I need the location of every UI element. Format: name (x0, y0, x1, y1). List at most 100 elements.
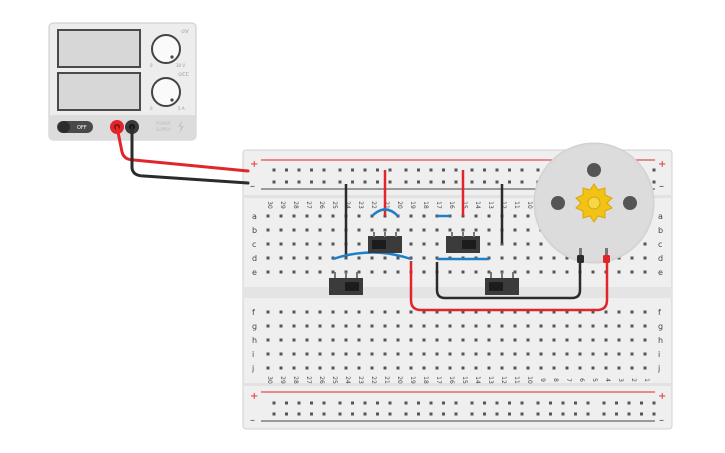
rail-hole[interactable] (417, 401, 420, 405)
hole[interactable] (526, 242, 530, 246)
hole[interactable] (279, 366, 283, 370)
rail-hole[interactable] (442, 168, 445, 172)
hole[interactable] (461, 270, 465, 274)
hole[interactable] (292, 366, 296, 370)
hole[interactable] (409, 310, 413, 314)
hole[interactable] (370, 366, 374, 370)
hole[interactable] (526, 228, 530, 232)
hole[interactable] (331, 366, 335, 370)
hole[interactable] (552, 366, 556, 370)
hole[interactable] (305, 256, 309, 260)
hole[interactable] (617, 270, 621, 274)
jumper-red-bottom[interactable] (409, 261, 609, 312)
hole[interactable] (383, 366, 387, 370)
hole[interactable] (461, 352, 465, 356)
rail-hole[interactable] (404, 168, 408, 172)
rail-hole[interactable] (602, 412, 606, 416)
rail-hole[interactable] (520, 412, 524, 416)
hole[interactable] (344, 324, 348, 328)
hole[interactable] (448, 310, 452, 314)
rail-hole[interactable] (652, 401, 656, 405)
rail-hole[interactable] (652, 180, 656, 184)
hole[interactable] (292, 242, 296, 246)
power-supply[interactable]: ⊙V 0 30 V ⊙CC 0 5 A OFF POWER SUPPLY (48, 22, 197, 141)
hole[interactable] (513, 352, 517, 356)
hole[interactable] (513, 366, 517, 370)
hole[interactable] (422, 338, 426, 342)
hole[interactable] (513, 270, 517, 274)
rail-hole[interactable] (285, 401, 288, 405)
hole[interactable] (513, 310, 517, 314)
hole[interactable] (357, 310, 361, 314)
hole[interactable] (318, 338, 322, 342)
rail-hole[interactable] (549, 401, 552, 405)
hole[interactable] (513, 256, 517, 260)
rail-hole[interactable] (520, 401, 524, 405)
rail-hole[interactable] (574, 412, 577, 416)
rail-hole[interactable] (615, 412, 618, 416)
rail-hole[interactable] (429, 401, 433, 405)
hole[interactable] (565, 256, 569, 260)
hole[interactable] (461, 228, 465, 232)
rail-hole[interactable] (338, 168, 342, 172)
hole[interactable] (539, 270, 543, 274)
hole[interactable] (513, 338, 517, 342)
hole[interactable] (643, 352, 647, 356)
hole[interactable] (266, 256, 270, 260)
hole[interactable] (357, 352, 361, 356)
hole[interactable] (552, 324, 556, 328)
hole[interactable] (305, 270, 309, 274)
rail-hole[interactable] (627, 412, 631, 416)
hole[interactable] (266, 270, 270, 274)
hole[interactable] (461, 324, 465, 328)
hole[interactable] (266, 228, 270, 232)
hole[interactable] (279, 228, 283, 232)
hole[interactable] (630, 270, 634, 274)
hole[interactable] (422, 256, 426, 260)
hole[interactable] (565, 366, 569, 370)
hole[interactable] (279, 310, 283, 314)
rail-hole[interactable] (627, 401, 631, 405)
rail-hole[interactable] (310, 168, 313, 172)
hole[interactable] (279, 270, 283, 274)
hole[interactable] (266, 310, 270, 314)
hole[interactable] (604, 324, 608, 328)
rail-hole[interactable] (454, 168, 458, 172)
hole[interactable] (279, 324, 283, 328)
rail-hole[interactable] (442, 401, 445, 405)
hole[interactable] (383, 310, 387, 314)
hole[interactable] (409, 366, 413, 370)
hole[interactable] (409, 324, 413, 328)
hole[interactable] (318, 214, 322, 218)
hole[interactable] (526, 352, 530, 356)
hole[interactable] (396, 228, 400, 232)
hole[interactable] (578, 338, 582, 342)
current-knob[interactable] (151, 77, 181, 107)
hole[interactable] (409, 242, 413, 246)
hole[interactable] (461, 366, 465, 370)
hole[interactable] (617, 352, 621, 356)
hole[interactable] (643, 324, 647, 328)
hole[interactable] (448, 324, 452, 328)
rail-hole[interactable] (388, 401, 392, 405)
rail-hole[interactable] (272, 401, 276, 405)
hole[interactable] (305, 324, 309, 328)
hole[interactable] (591, 366, 595, 370)
hole[interactable] (279, 214, 283, 218)
hole[interactable] (383, 338, 387, 342)
hole[interactable] (578, 310, 582, 314)
hole[interactable] (461, 310, 465, 314)
hole[interactable] (617, 366, 621, 370)
rail-hole[interactable] (351, 412, 354, 416)
rail-hole[interactable] (363, 401, 367, 405)
hole[interactable] (344, 352, 348, 356)
hole[interactable] (370, 324, 374, 328)
rail-hole[interactable] (429, 412, 433, 416)
rail-hole[interactable] (454, 180, 458, 184)
hole[interactable] (526, 214, 530, 218)
hole[interactable] (279, 352, 283, 356)
hole[interactable] (630, 256, 634, 260)
hole[interactable] (292, 324, 296, 328)
rail-hole[interactable] (561, 412, 565, 416)
rail-hole[interactable] (470, 180, 474, 184)
